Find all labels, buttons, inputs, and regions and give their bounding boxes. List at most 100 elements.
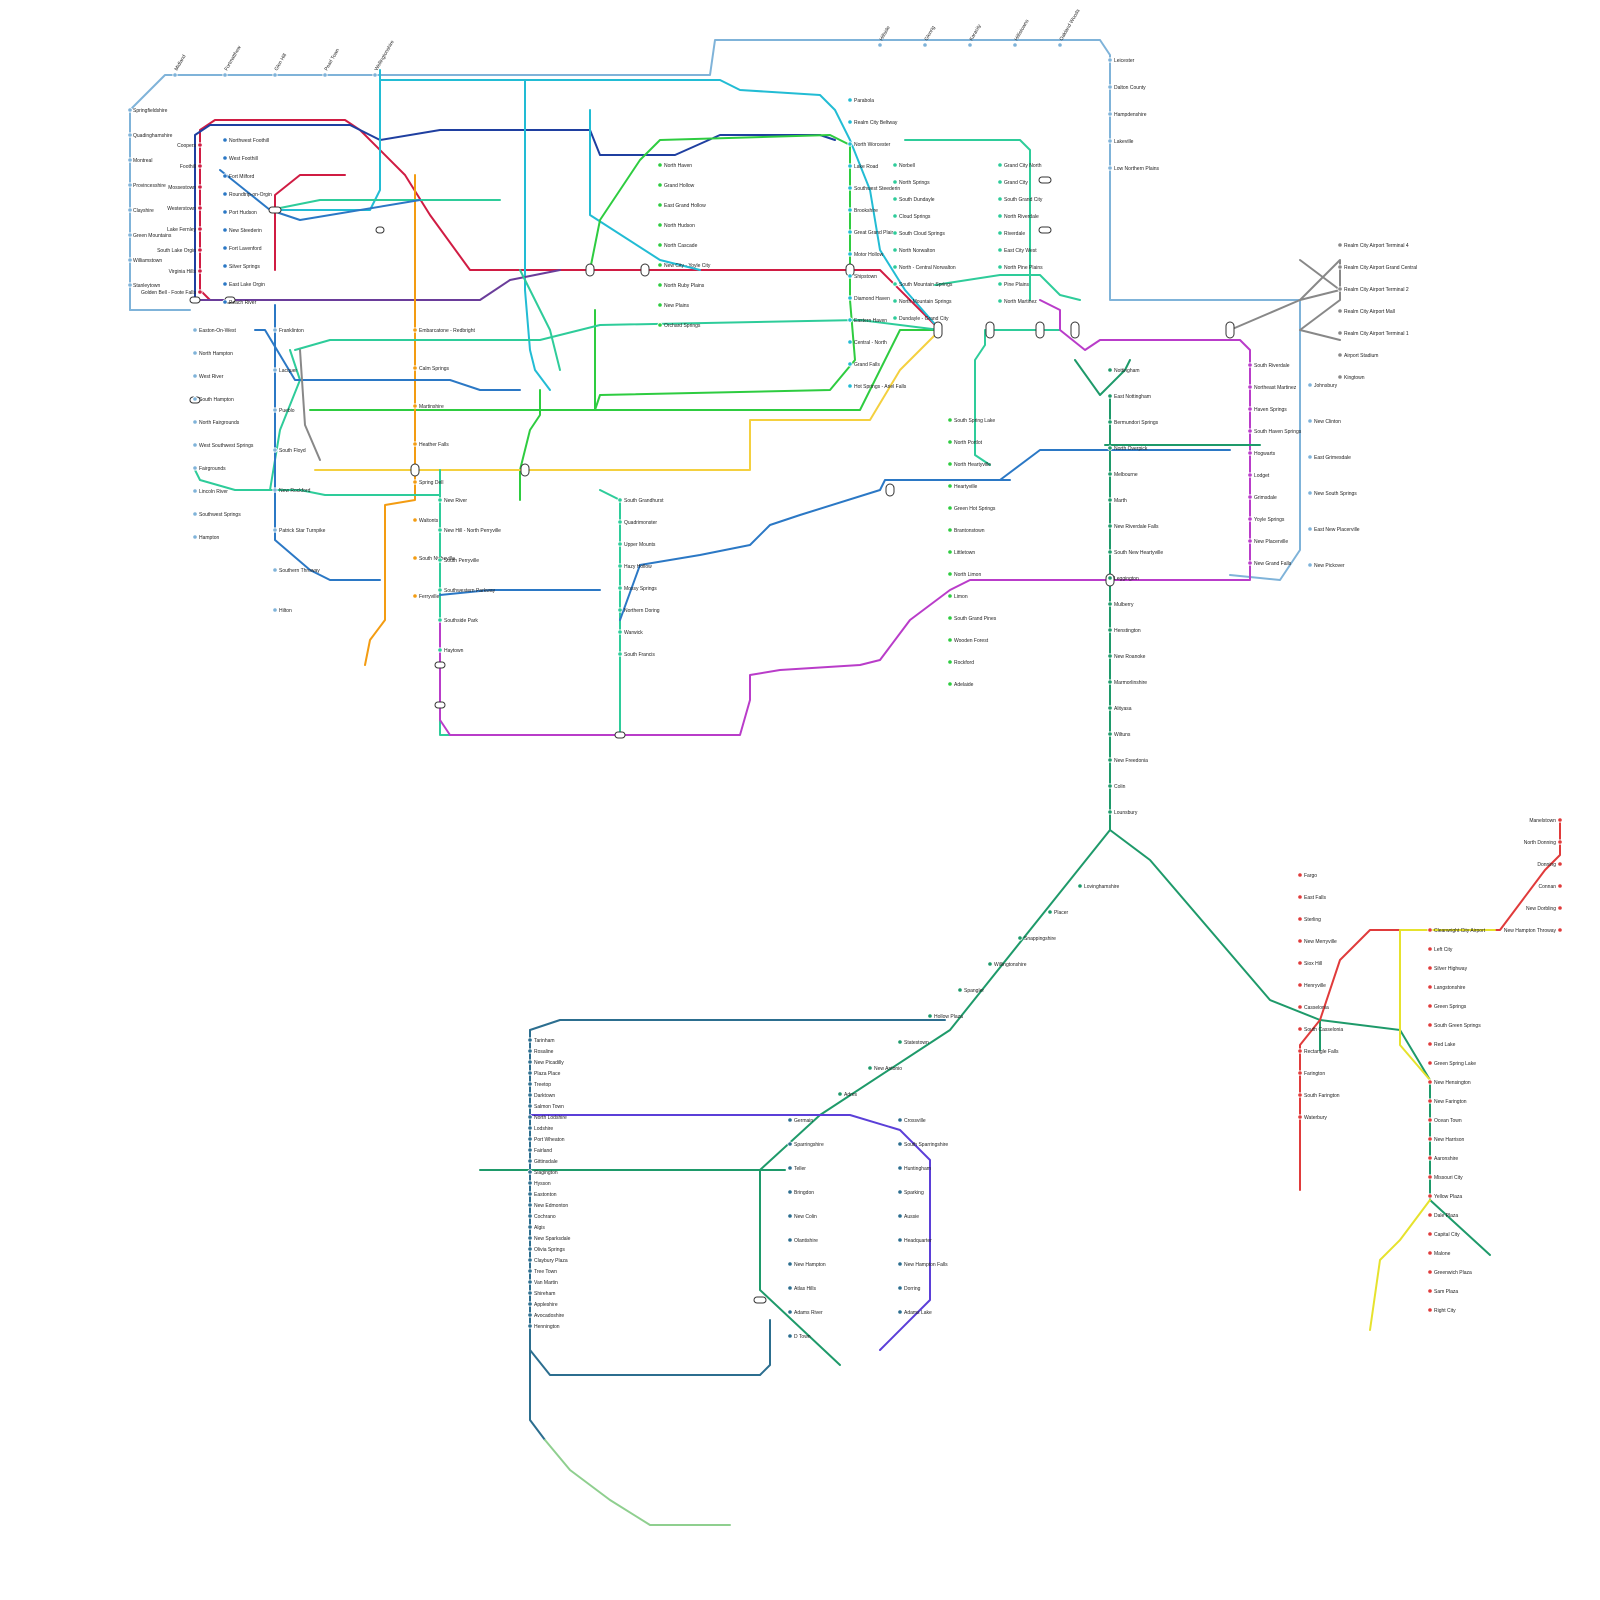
station-stanleytown[interactable]: Stanleytown bbox=[128, 283, 161, 289]
station-north-haven[interactable]: North Haven bbox=[658, 163, 692, 169]
station-alityasa[interactable]: Alityasa bbox=[1108, 706, 1132, 712]
interchange-11[interactable] bbox=[1036, 322, 1044, 338]
station-new-antonio[interactable]: New Antonio bbox=[868, 1066, 902, 1072]
station-north-limon[interactable]: North Limon bbox=[948, 572, 982, 578]
station-lake-road[interactable]: Lake Road bbox=[848, 164, 879, 170]
station-aussie[interactable]: Aussie bbox=[898, 1214, 919, 1220]
station-fairgrounds[interactable]: Fairgrounds bbox=[193, 466, 226, 472]
station-ocean-town[interactable]: Ocean Town bbox=[1428, 1118, 1462, 1124]
station-south-green-springs[interactable]: South Green Springs bbox=[1428, 1023, 1481, 1029]
station-east-new-placerville[interactable]: East New Placerville bbox=[1308, 527, 1360, 533]
station-new-pickover[interactable]: New Pickover bbox=[1308, 563, 1345, 569]
station-east-grimesdale[interactable]: East Grimesdale bbox=[1308, 455, 1351, 461]
station-hollow-plaza[interactable]: Hollow Plaza bbox=[928, 1014, 963, 1020]
station-karacity[interactable]: Karacity bbox=[968, 23, 983, 47]
station-north-norwalton[interactable]: North Norwalton bbox=[893, 248, 936, 254]
station-west-southwest-springs[interactable]: West Southwest Springs bbox=[193, 443, 254, 449]
station-south-new-heartyville[interactable]: South New Heartyville bbox=[1108, 550, 1164, 556]
station-atlas-hills[interactable]: Atlas Hills bbox=[788, 1286, 817, 1292]
station-new-picadilly[interactable]: New Picadilly bbox=[528, 1060, 564, 1066]
station-north-lodshire[interactable]: North Lodshire bbox=[528, 1115, 567, 1121]
station-darktown[interactable]: Darktown bbox=[528, 1093, 556, 1099]
interchange-4[interactable] bbox=[411, 464, 419, 476]
station-east-lake-orgin[interactable]: East Lake Orgin bbox=[223, 282, 265, 288]
station-port-wheaton[interactable]: Port Wheaton bbox=[528, 1137, 565, 1143]
station-green-mountains[interactable]: Green Mountains bbox=[128, 233, 172, 239]
station-virginia-hills[interactable]: Virginia Hills bbox=[169, 269, 203, 275]
station-south-grand-pines[interactable]: South Grand Pines bbox=[948, 616, 997, 622]
station-new-farington[interactable]: New Farington bbox=[1428, 1099, 1467, 1105]
station-south-spring-lake[interactable]: South Spring Lake bbox=[948, 418, 996, 424]
station-sparringshire[interactable]: Sparringshire bbox=[788, 1142, 824, 1148]
station-shireham[interactable]: Shireham bbox=[528, 1291, 556, 1297]
station-tree-town[interactable]: Tree Town bbox=[528, 1269, 557, 1275]
station-new-clinton[interactable]: New Clinton bbox=[1308, 419, 1341, 425]
station-realm-city-airport-grand-central[interactable]: Realm City Airport Grand Central bbox=[1338, 265, 1417, 271]
station-southside-park[interactable]: Southside Park bbox=[438, 618, 479, 624]
station-hampdenshire[interactable]: Hampdenshire bbox=[1108, 112, 1147, 118]
station-dorring[interactable]: Dorring bbox=[898, 1286, 921, 1292]
station-missouri-city[interactable]: Missouri City bbox=[1428, 1175, 1463, 1181]
station-dale-plaza[interactable]: Dale Plaza bbox=[1428, 1213, 1459, 1219]
station-parabola[interactable]: Parabola bbox=[848, 98, 874, 104]
station-provincesshire[interactable]: Provincesshire bbox=[128, 183, 166, 189]
station-spangler[interactable]: Spangler bbox=[958, 988, 985, 994]
station-brantonstown[interactable]: Brantonstown bbox=[948, 528, 985, 534]
interchange-10[interactable] bbox=[986, 322, 994, 338]
station-franklinton[interactable]: Franklinton bbox=[273, 328, 304, 334]
station-new-rockford[interactable]: New Rockford bbox=[273, 488, 311, 494]
station-lodshire[interactable]: Lodshire bbox=[528, 1126, 554, 1132]
station-eastern-haven[interactable]: Eastern Haven bbox=[848, 318, 887, 324]
station-north-ruby-plains[interactable]: North Ruby Plains bbox=[658, 283, 705, 289]
station-great-grand-plains[interactable]: Great Grand Plains bbox=[848, 230, 897, 236]
station-lodget[interactable]: Lodget bbox=[1248, 473, 1270, 479]
station-gittinsdale[interactable]: Gittinsdale bbox=[528, 1159, 558, 1165]
station-green-springs[interactable]: Green Springs bbox=[1428, 1004, 1467, 1010]
station-littletown[interactable]: Littletown bbox=[948, 550, 976, 556]
station-north-hampton[interactable]: North Hampton bbox=[193, 351, 233, 357]
station-grand-city[interactable]: Grand City bbox=[998, 180, 1029, 186]
station-hampton[interactable]: Hampton bbox=[193, 535, 220, 541]
station-crossville[interactable]: Crossville bbox=[898, 1118, 926, 1124]
station-cochrano[interactable]: Cochrano bbox=[528, 1214, 556, 1220]
station-bringdon[interactable]: Bringdon bbox=[788, 1190, 814, 1196]
station-van-martin[interactable]: Van Martin bbox=[528, 1280, 558, 1286]
station-northern-doring[interactable]: Northern Doring bbox=[618, 608, 660, 614]
station-wellingtonshire[interactable]: Wellingtonshire bbox=[373, 39, 396, 77]
interchange-0[interactable] bbox=[190, 297, 200, 303]
station-kingtown[interactable]: Kingtown bbox=[1338, 375, 1365, 381]
station-quadrimonster[interactable]: Quadrimonster bbox=[618, 520, 658, 526]
station-teller[interactable]: Teller bbox=[788, 1166, 806, 1172]
station-lincoln-river[interactable]: Lincoln River bbox=[193, 489, 228, 495]
station-fairland[interactable]: Fairland bbox=[528, 1148, 552, 1154]
station-langstonshire[interactable]: Langstonshire bbox=[1428, 985, 1466, 991]
station-hysson[interactable]: Hysson bbox=[528, 1181, 551, 1187]
station-claybury-plaza[interactable]: Claybury Plaza bbox=[528, 1258, 568, 1264]
station-northwest-foothill[interactable]: Northwest Foothill bbox=[223, 138, 269, 144]
station-sterling[interactable]: Sterling bbox=[1298, 917, 1321, 923]
station-northeast-martinez[interactable]: Northeast Martinez bbox=[1248, 385, 1297, 391]
station-oakland-woods[interactable]: Oakland Woods bbox=[1058, 8, 1082, 47]
station-realm-city-airport-terminal-2[interactable]: Realm City Airport Terminal 2 bbox=[1338, 287, 1409, 293]
station-placer[interactable]: Placer bbox=[1048, 910, 1069, 916]
station-lake-fernley[interactable]: Lake Fernley bbox=[167, 227, 202, 233]
station-north-portlot[interactable]: North Portlot bbox=[948, 440, 983, 446]
station-new-south-springs[interactable]: New South Springs bbox=[1308, 491, 1358, 497]
station-bermundori-springs[interactable]: Bermundori Springs bbox=[1108, 420, 1159, 426]
interchange-20[interactable] bbox=[1039, 177, 1051, 183]
station-orchard-springs[interactable]: Orchard Springs bbox=[658, 323, 701, 329]
station-north-springs[interactable]: North Springs bbox=[893, 180, 930, 186]
station-mossy-springs[interactable]: Mossy Springs bbox=[618, 586, 657, 592]
station-grand-city-north[interactable]: Grand City North bbox=[998, 163, 1042, 169]
station-realm-city-airport-terminal-4[interactable]: Realm City Airport Terminal 4 bbox=[1338, 243, 1409, 249]
station-eastonton[interactable]: Eastonton bbox=[528, 1192, 557, 1198]
station-plaza-place[interactable]: Plaza Place bbox=[528, 1071, 561, 1077]
station-glen-hill[interactable]: Glen Hill bbox=[273, 53, 288, 78]
station-southwestern-parkway[interactable]: Southwestern Parkway bbox=[438, 588, 496, 594]
station-pearl-town[interactable]: Pearl Town bbox=[323, 47, 341, 77]
station-new-roanoke[interactable]: New Roanoke bbox=[1108, 654, 1146, 660]
station-red-lake[interactable]: Red Lake bbox=[1428, 1042, 1456, 1048]
station-green-hot-springs[interactable]: Green Hot Springs bbox=[948, 506, 996, 512]
station-west-river[interactable]: West River bbox=[193, 374, 224, 380]
station-montreal[interactable]: Montreal bbox=[128, 158, 153, 164]
